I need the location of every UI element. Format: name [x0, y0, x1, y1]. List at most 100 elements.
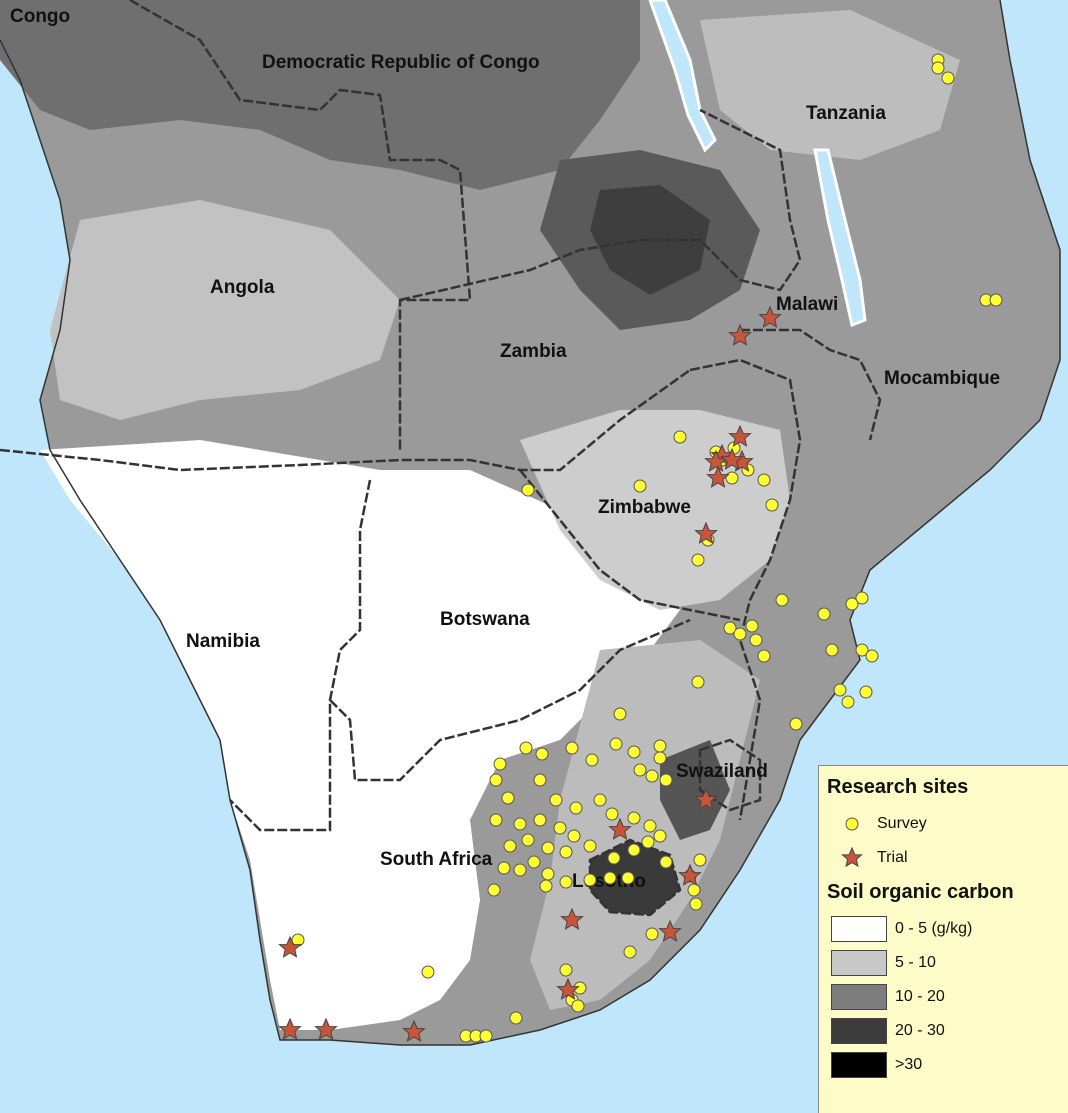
survey-site-marker — [593, 793, 607, 807]
survey-site-marker — [865, 649, 879, 663]
country-borders — [0, 0, 882, 917]
legend: Research sites Survey Trial Soil organic… — [818, 765, 1068, 1113]
survey-site-marker — [489, 813, 503, 827]
survey-site-marker — [559, 845, 573, 859]
survey-site-marker — [765, 498, 779, 512]
light-region-angola — [50, 200, 400, 420]
trial-site-marker — [728, 424, 752, 447]
legend-class-row: 0 - 5 (g/kg) — [827, 912, 1068, 946]
survey-site-marker — [567, 829, 581, 843]
survey-site-marker — [825, 643, 839, 657]
survey-site-marker — [645, 927, 659, 941]
survey-site-marker — [775, 593, 789, 607]
survey-site-marker — [749, 633, 763, 647]
survey-site-marker — [609, 737, 623, 751]
label-tanzania: Tanzania — [806, 103, 886, 124]
survey-site-marker — [659, 855, 673, 869]
survey-site-marker — [733, 627, 747, 641]
survey-site-marker — [725, 471, 739, 485]
survey-site-marker — [559, 875, 573, 889]
survey-site-marker — [521, 483, 535, 497]
trial-site-marker — [758, 305, 782, 328]
lake-tanganyika — [648, 0, 717, 153]
survey-site-marker — [687, 883, 701, 897]
legend-class-swatch — [831, 916, 887, 942]
trial-site-marker — [278, 1017, 302, 1040]
trial-site-marker — [678, 863, 702, 886]
legend-class-row: 20 - 30 — [827, 1014, 1068, 1048]
legend-class-swatch — [831, 1052, 887, 1078]
label-botswana: Botswana — [440, 609, 530, 630]
label-mocambique: Mocambique — [884, 368, 1000, 389]
legend-class-row: 5 - 10 — [827, 946, 1068, 980]
survey-site-marker — [559, 963, 573, 977]
survey-circle-icon — [827, 816, 877, 832]
survey-site-marker — [833, 683, 847, 697]
trial-site-marker — [694, 787, 718, 810]
trial-site-marker — [658, 919, 682, 942]
survey-site-marker — [757, 473, 771, 487]
survey-site-marker — [539, 879, 553, 893]
survey-site-marker — [653, 739, 667, 753]
legend-class-label: 20 - 30 — [895, 1022, 945, 1039]
trial-site-marker — [402, 1019, 426, 1042]
label-angola: Angola — [210, 277, 275, 298]
survey-site-marker — [489, 773, 503, 787]
trial-site-marker — [560, 907, 584, 930]
survey-site-marker — [605, 807, 619, 821]
trial-site-marker — [706, 465, 730, 488]
survey-site-marker — [633, 763, 647, 777]
country-labels: Congo Democratic Republic of Congo Tanza… — [10, 6, 1000, 892]
trial-site-marker — [278, 935, 302, 958]
survey-site-marker — [521, 833, 535, 847]
trial-site-marker — [608, 817, 632, 840]
survey-site-marker — [931, 61, 945, 75]
trial-star-icon — [827, 847, 877, 869]
survey-site-marker — [643, 819, 657, 833]
coastline — [0, 0, 1061, 1046]
legend-class-row: 10 - 20 — [827, 980, 1068, 1014]
survey-site-marker — [855, 643, 869, 657]
trial-site-marker — [314, 1017, 338, 1040]
legend-class-label: 0 - 5 (g/kg) — [895, 920, 973, 937]
survey-site-marker — [841, 695, 855, 709]
survey-site-marker — [569, 801, 583, 815]
label-south-africa: South Africa — [380, 849, 493, 870]
survey-site-marker — [613, 707, 627, 721]
survey-site-marker — [493, 757, 507, 771]
survey-site-marker — [533, 813, 547, 827]
survey-site-marker — [691, 553, 705, 567]
survey-site-marker — [859, 685, 873, 699]
trial-sites — [278, 305, 782, 1042]
white-region-southwest — [40, 440, 680, 1030]
survey-site-marker — [583, 873, 597, 887]
survey-site-marker — [497, 861, 511, 875]
survey-site-marker — [627, 811, 641, 825]
survey-site-marker — [817, 607, 831, 621]
light-region-tanzania — [700, 10, 960, 160]
survey-site-marker — [541, 841, 555, 855]
legend-class-label: >30 — [895, 1056, 923, 1073]
survey-site-marker — [535, 747, 549, 761]
lake-malawi — [813, 148, 867, 328]
legend-trial: Trial — [827, 841, 1068, 875]
survey-site-marker — [789, 717, 803, 731]
label-namibia: Namibia — [186, 631, 260, 652]
survey-site-marker — [487, 883, 501, 897]
survey-site-marker — [513, 817, 527, 831]
legend-survey-label: Survey — [877, 815, 927, 832]
survey-site-marker — [623, 945, 637, 959]
label-congo: Congo — [10, 6, 70, 27]
survey-site-marker — [571, 999, 585, 1013]
survey-site-marker — [621, 871, 635, 885]
survey-site-marker — [603, 871, 617, 885]
survey-site-marker — [653, 751, 667, 765]
survey-site-marker — [503, 839, 517, 853]
survey-site-marker — [541, 867, 555, 881]
label-malawi: Malawi — [776, 294, 838, 315]
survey-site-marker — [519, 741, 533, 755]
legend-class-swatch — [831, 984, 887, 1010]
survey-site-marker — [509, 1011, 523, 1025]
trial-site-marker — [720, 447, 744, 470]
